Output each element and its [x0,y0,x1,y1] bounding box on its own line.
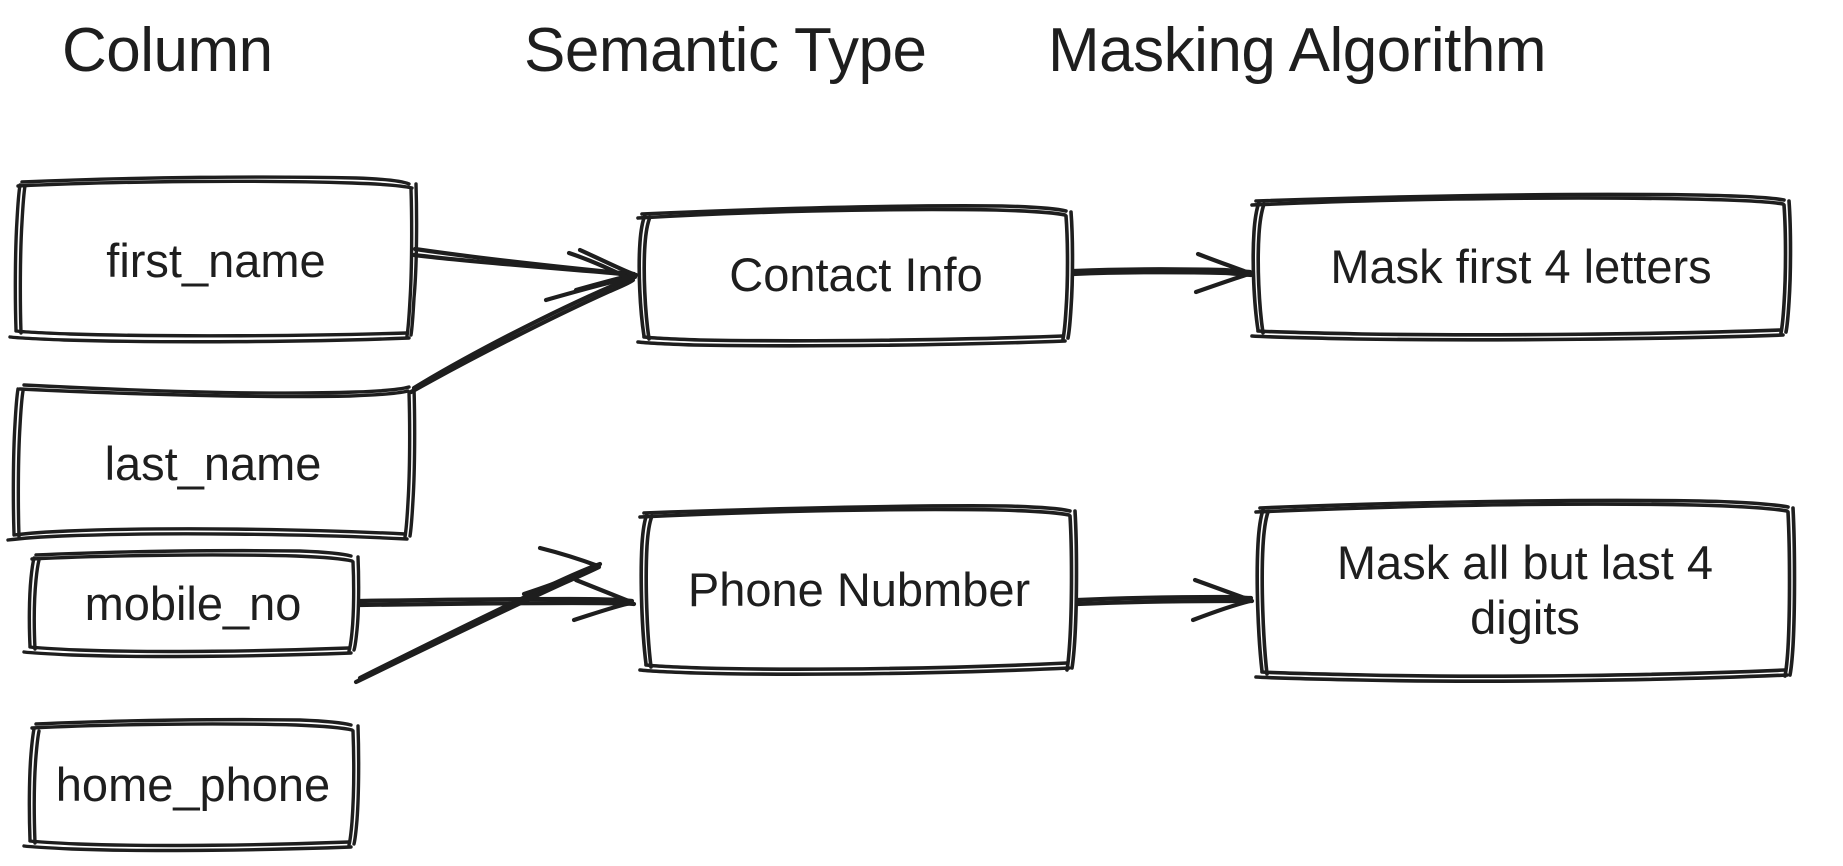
node-shape-mobile-no [22,548,361,659]
arrow-phone-number-to-mask-all-but-last-4 [1074,577,1255,623]
node-shape-last-name [6,383,417,542]
node-mask-all-but-last-4-digits[interactable] [1256,500,1794,680]
node-shape-phone-number [638,504,1079,676]
arrow-mobile-no-to-phone-number [356,577,637,623]
node-shape-first-name [8,175,419,344]
node-first-name[interactable] [14,180,418,342]
node-home-phone[interactable] [26,719,360,851]
arrow-last-name-to-contact-info [408,250,638,395]
node-contact-info[interactable] [638,206,1074,344]
column-header-column: Column [62,16,273,85]
arrow-first-name-to-contact-info [411,246,639,293]
node-shape-home-phone [22,717,361,853]
node-last-name[interactable] [10,384,416,544]
node-mobile-no[interactable] [26,550,360,658]
node-shape-mask-all-but-last-4 [1254,498,1797,683]
node-phone-number[interactable] [640,506,1078,674]
node-mask-first-4-letters[interactable] [1252,196,1790,338]
arrow-home-phone-to-phone-number [353,545,603,685]
arrow-contact-info-to-mask-first-4 [1070,251,1254,295]
node-shape-mask-first-4 [1250,192,1793,342]
column-header-masking-algorithm: Masking Algorithm [1048,16,1547,85]
node-shape-contact-info [636,204,1075,348]
column-header-semantic-type: Semantic Type [524,16,927,85]
